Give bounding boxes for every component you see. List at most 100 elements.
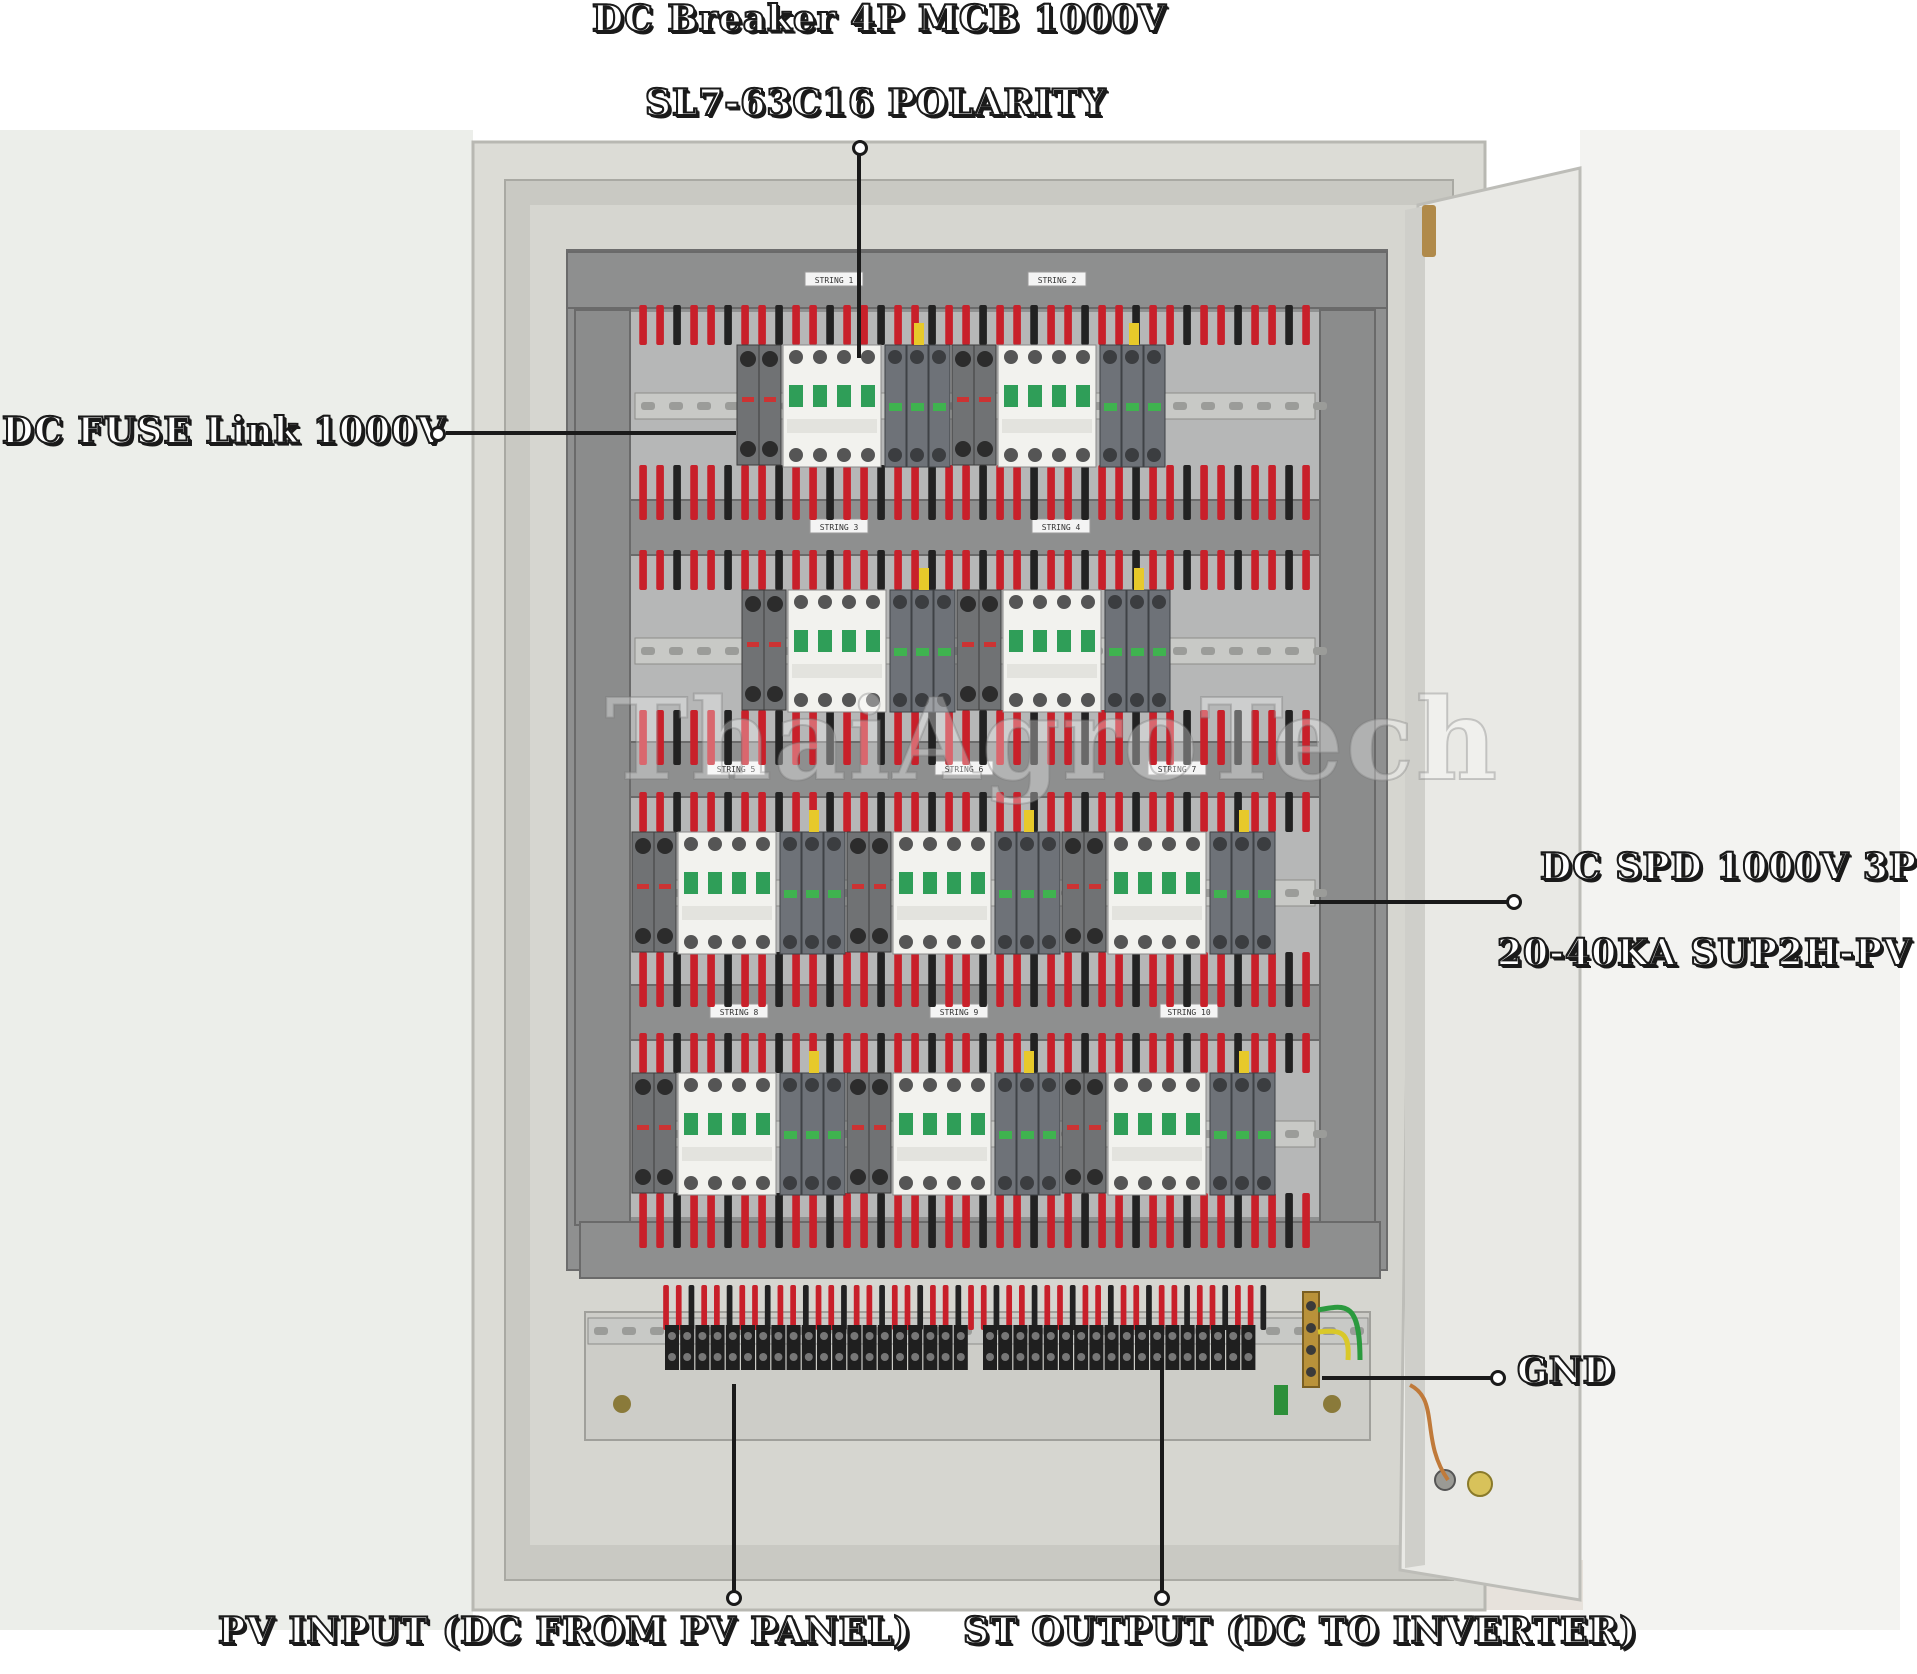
cable-wire	[996, 465, 1004, 520]
terminal-screw	[986, 1353, 994, 1361]
spd-terminal	[910, 448, 924, 462]
cable-wire	[894, 550, 902, 590]
mcb-screw	[1033, 693, 1047, 707]
spd-indicator	[1043, 1131, 1056, 1139]
spd-terminal	[888, 448, 902, 462]
cable-wire	[1115, 710, 1123, 765]
string-label-tag	[706, 760, 766, 776]
cable-wire	[690, 305, 698, 345]
cable-wire	[1098, 550, 1106, 590]
din-rail-slot	[1285, 647, 1299, 655]
cable-wire	[1183, 550, 1191, 590]
mcb-screw	[842, 595, 856, 609]
fuse-terminal	[745, 686, 761, 702]
cable-wire	[962, 465, 970, 520]
cable-wire	[809, 710, 817, 765]
cable-wire	[860, 792, 868, 832]
cable-wire	[1013, 305, 1021, 345]
fuse-indicator	[742, 397, 754, 402]
cable-wire	[928, 1193, 936, 1248]
terminal-screw	[1031, 1332, 1040, 1340]
ground-busbar-screw	[1306, 1367, 1316, 1377]
fuse-terminal	[955, 351, 971, 367]
cable-wire	[1166, 1033, 1174, 1073]
cable-wire	[639, 710, 647, 765]
din-rail-slot	[641, 647, 655, 655]
fuse-indicator	[637, 1125, 649, 1130]
cable-wire	[928, 550, 936, 590]
fuse-terminal	[657, 1169, 673, 1185]
spd-terminal	[1152, 693, 1166, 707]
ground-wire	[1317, 1328, 1351, 1361]
cable-wire	[792, 952, 800, 1007]
cable-wire	[1081, 1033, 1089, 1073]
cable-wire	[826, 952, 834, 1007]
fuse-indicator	[747, 642, 759, 647]
mcb-screw	[708, 1176, 722, 1190]
spd-terminal	[888, 350, 902, 364]
spd-terminal	[1103, 350, 1117, 364]
string-label-tag	[1031, 518, 1091, 534]
terminal-screw	[1062, 1332, 1070, 1340]
mcb-screw	[1028, 350, 1042, 364]
cable-wire	[1019, 1285, 1025, 1330]
cable-wire	[911, 1033, 919, 1073]
terminal-screw	[820, 1353, 828, 1361]
terminal-screw	[941, 1353, 950, 1361]
fuse-terminal	[762, 351, 778, 367]
terminal-screw	[941, 1332, 950, 1340]
cable-wire	[962, 792, 970, 832]
cable-wire	[1030, 305, 1038, 345]
din-rail-slot	[1313, 647, 1327, 655]
spd-ground-lead	[1134, 568, 1144, 590]
spd-terminal	[998, 1176, 1012, 1190]
cable-wire	[904, 1285, 911, 1330]
spd-terminal	[1147, 448, 1161, 462]
terminal-block	[786, 1325, 801, 1370]
terminal-screw	[850, 1332, 859, 1340]
cable-wire	[1030, 952, 1038, 1007]
cable-wire	[1200, 1033, 1208, 1073]
cable-wire	[911, 465, 919, 520]
terminal-screw	[804, 1332, 813, 1340]
spd-indicator	[828, 1131, 841, 1139]
din-rail-slot	[725, 402, 739, 410]
mcb-screw	[1186, 935, 1200, 949]
terminal-block	[817, 1325, 831, 1370]
cable-wire	[1200, 710, 1208, 765]
cable-wire	[1064, 1033, 1072, 1073]
cable-wire	[1251, 305, 1259, 345]
fuse-terminal	[657, 928, 673, 944]
mcb-screw	[813, 350, 827, 364]
cable-wire	[1302, 1193, 1310, 1248]
cable-wire	[739, 1285, 746, 1330]
cable-wire	[996, 952, 1004, 1007]
cable-wire	[1234, 952, 1242, 1007]
fuse-terminal	[850, 1079, 866, 1095]
spd-indicator	[894, 648, 907, 656]
cable-wire	[775, 710, 783, 765]
gnd-callout: GND	[1516, 1349, 1615, 1393]
cable-wire	[656, 305, 664, 345]
mcb-screw	[971, 935, 985, 949]
cable-wire	[809, 465, 817, 520]
cable-wire	[714, 1285, 720, 1330]
fuse-terminal	[1065, 1079, 1081, 1095]
fuse-terminal	[850, 838, 866, 854]
cable-wire	[826, 550, 834, 590]
cable-wire	[764, 1285, 771, 1330]
cable-wire	[917, 1285, 924, 1330]
cable-wire	[673, 550, 681, 590]
din-rail-slot	[1313, 889, 1327, 897]
cable-wire	[962, 952, 970, 1007]
terminal-screw	[668, 1332, 676, 1340]
cable-wire	[860, 1033, 868, 1073]
cable-wire	[1115, 305, 1123, 345]
mcb-screw	[708, 1078, 722, 1092]
mcb-screw	[1081, 693, 1095, 707]
breaker-callout-line1: DC Breaker 4P MCB 1000V	[591, 0, 1167, 41]
fuse-indicator	[659, 884, 671, 889]
spd-terminal	[1152, 595, 1166, 609]
mcb-screw	[732, 837, 746, 851]
mcb-screw	[1076, 350, 1090, 364]
